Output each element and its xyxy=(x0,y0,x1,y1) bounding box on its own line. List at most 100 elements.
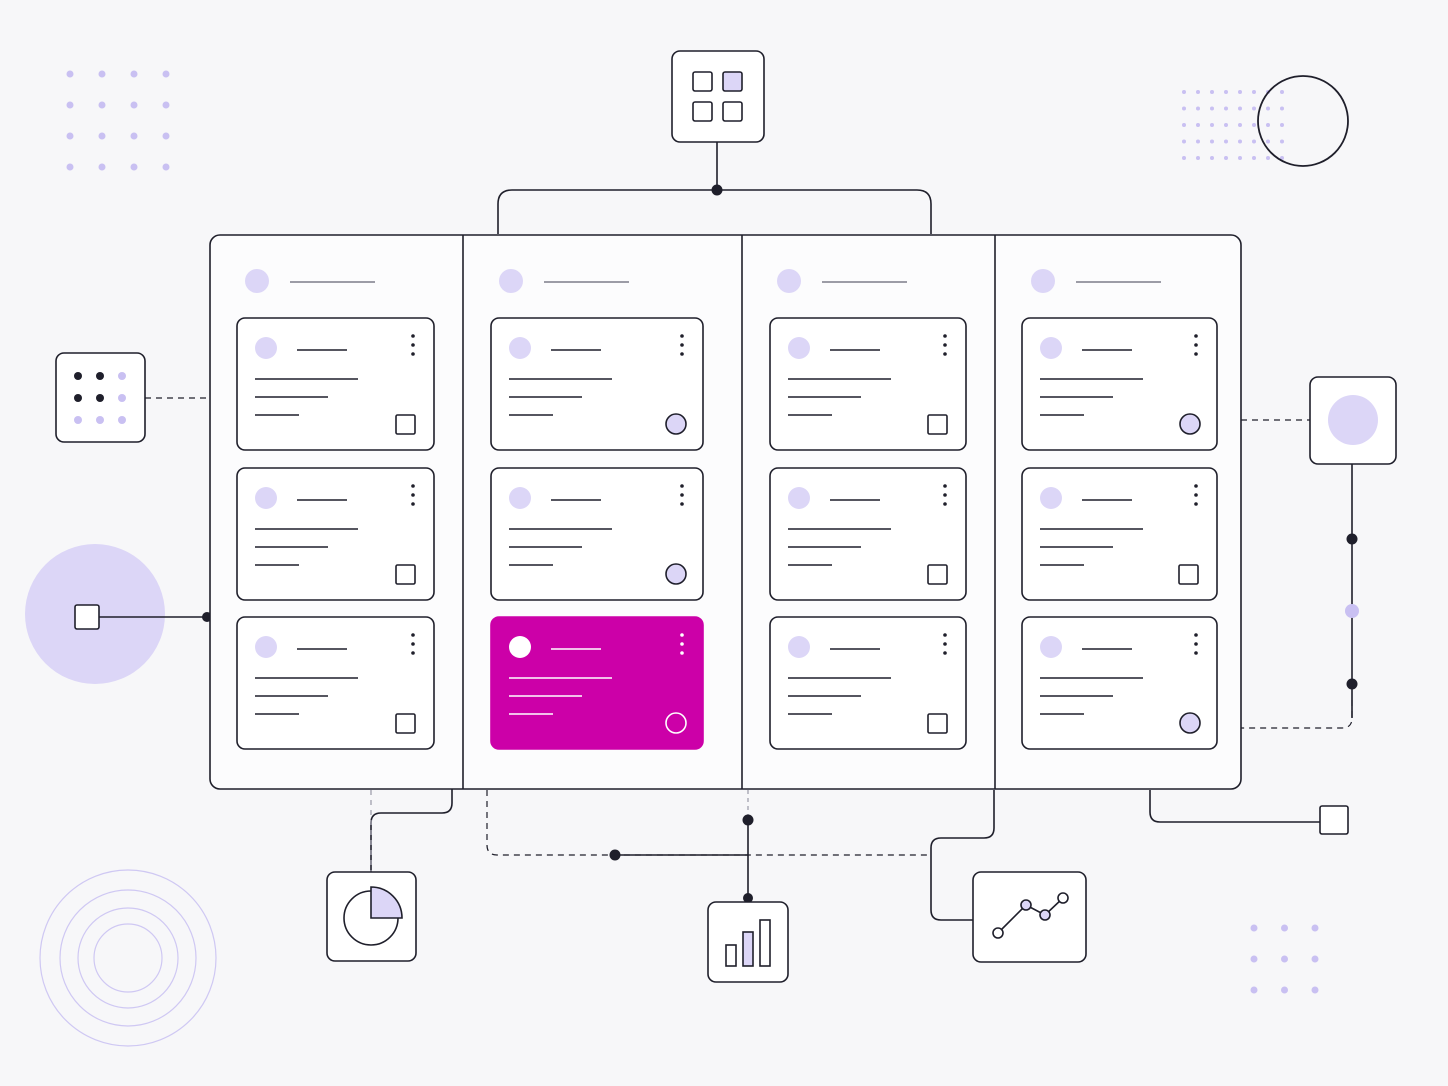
status-circle-icon[interactable] xyxy=(1179,712,1201,734)
dot xyxy=(98,70,106,78)
task-card[interactable] xyxy=(769,467,967,601)
status-circle-icon[interactable] xyxy=(665,563,687,585)
dot xyxy=(1182,139,1186,144)
dot xyxy=(162,70,170,78)
task-card[interactable] xyxy=(1021,467,1218,601)
checkbox-icon[interactable] xyxy=(395,414,416,435)
left-square-node[interactable] xyxy=(74,604,100,630)
column-header xyxy=(1031,269,1161,293)
task-card[interactable] xyxy=(490,616,704,750)
task-card[interactable] xyxy=(236,467,435,601)
kebab-menu-icon[interactable] xyxy=(943,633,947,655)
column-avatar xyxy=(777,269,801,293)
right-circle-node[interactable] xyxy=(1309,376,1397,465)
connector-line-chart xyxy=(930,790,995,921)
kebab-dot xyxy=(411,633,415,637)
status-circle-icon[interactable] xyxy=(1179,413,1201,435)
kebab-menu-icon[interactable] xyxy=(1194,633,1198,655)
dot xyxy=(1238,156,1242,160)
task-card[interactable] xyxy=(1021,616,1218,750)
card-avatar xyxy=(788,337,810,359)
dot xyxy=(74,372,82,380)
far-right-square-node[interactable] xyxy=(1319,805,1349,835)
dot xyxy=(66,70,74,78)
node-box xyxy=(972,871,1087,963)
dot xyxy=(74,416,82,424)
board-column xyxy=(236,269,435,750)
kebab-menu-icon[interactable] xyxy=(411,334,415,356)
dot xyxy=(1280,123,1284,127)
dot xyxy=(1311,924,1319,932)
junction-dot xyxy=(1346,678,1358,690)
checkbox-icon[interactable] xyxy=(1178,564,1199,585)
connector-bottom-dashed-bus xyxy=(486,790,931,856)
kebab-menu-icon[interactable] xyxy=(943,334,947,356)
dot xyxy=(1182,123,1186,127)
task-card-body xyxy=(769,317,967,451)
bar-chart-icon xyxy=(725,919,771,967)
task-card-body xyxy=(769,616,967,750)
square-icon xyxy=(1319,805,1349,835)
node-box xyxy=(671,50,765,143)
dot xyxy=(1182,156,1186,160)
line-chart-node[interactable] xyxy=(972,871,1087,963)
kebab-dot xyxy=(680,651,684,655)
grid-cell xyxy=(722,71,743,92)
dot xyxy=(1252,106,1256,111)
card-avatar xyxy=(255,337,277,359)
column-avatar xyxy=(1031,269,1055,293)
dot xyxy=(1281,986,1288,994)
kebab-dot xyxy=(411,642,415,646)
status-circle-icon[interactable] xyxy=(665,413,687,435)
task-card[interactable] xyxy=(236,616,435,750)
kebab-dot xyxy=(680,484,684,488)
ring xyxy=(77,907,179,1009)
checkbox-icon[interactable] xyxy=(395,564,416,585)
dot xyxy=(1266,123,1270,127)
kebab-menu-icon[interactable] xyxy=(1194,484,1198,506)
kebab-menu-icon[interactable] xyxy=(680,633,684,655)
task-card[interactable] xyxy=(490,317,704,451)
kebab-menu-icon[interactable] xyxy=(680,334,684,356)
card-avatar xyxy=(509,487,531,509)
kebab-menu-icon[interactable] xyxy=(943,484,947,506)
kebab-menu-icon[interactable] xyxy=(680,484,684,506)
task-card[interactable] xyxy=(1021,317,1218,451)
kebab-dot xyxy=(943,502,947,506)
task-card[interactable] xyxy=(236,317,435,451)
status-circle-icon[interactable] xyxy=(665,712,687,734)
grid-cell xyxy=(692,71,713,92)
dot xyxy=(98,101,106,109)
concentric-rings-icon xyxy=(39,869,217,1047)
dot-grid-node[interactable] xyxy=(55,352,146,443)
junction-dot xyxy=(743,893,753,903)
checkbox-icon[interactable] xyxy=(395,713,416,734)
grid-node[interactable] xyxy=(671,50,765,143)
kebab-menu-icon[interactable] xyxy=(1194,334,1198,356)
dot xyxy=(1182,106,1186,111)
dot xyxy=(130,163,138,171)
dot xyxy=(1280,139,1284,144)
card-avatar xyxy=(509,636,531,658)
checkbox-icon[interactable] xyxy=(927,414,948,435)
checkbox-icon[interactable] xyxy=(927,564,948,585)
dot xyxy=(130,101,138,109)
board-column xyxy=(1021,269,1218,750)
kebab-menu-icon[interactable] xyxy=(411,633,415,655)
bar-chart-node[interactable] xyxy=(707,901,789,983)
kebab-dot xyxy=(411,651,415,655)
dot xyxy=(162,101,170,109)
dot xyxy=(130,70,138,78)
kebab-menu-icon[interactable] xyxy=(411,484,415,506)
card-avatar xyxy=(255,636,277,658)
task-card[interactable] xyxy=(769,616,967,750)
task-card[interactable] xyxy=(769,317,967,451)
dot xyxy=(162,132,170,140)
kebab-dot xyxy=(1194,334,1198,338)
task-card[interactable] xyxy=(490,467,704,601)
pie-chart-node[interactable] xyxy=(326,871,417,962)
kebab-dot xyxy=(411,484,415,488)
checkbox-icon[interactable] xyxy=(927,713,948,734)
kebab-dot xyxy=(680,352,684,356)
